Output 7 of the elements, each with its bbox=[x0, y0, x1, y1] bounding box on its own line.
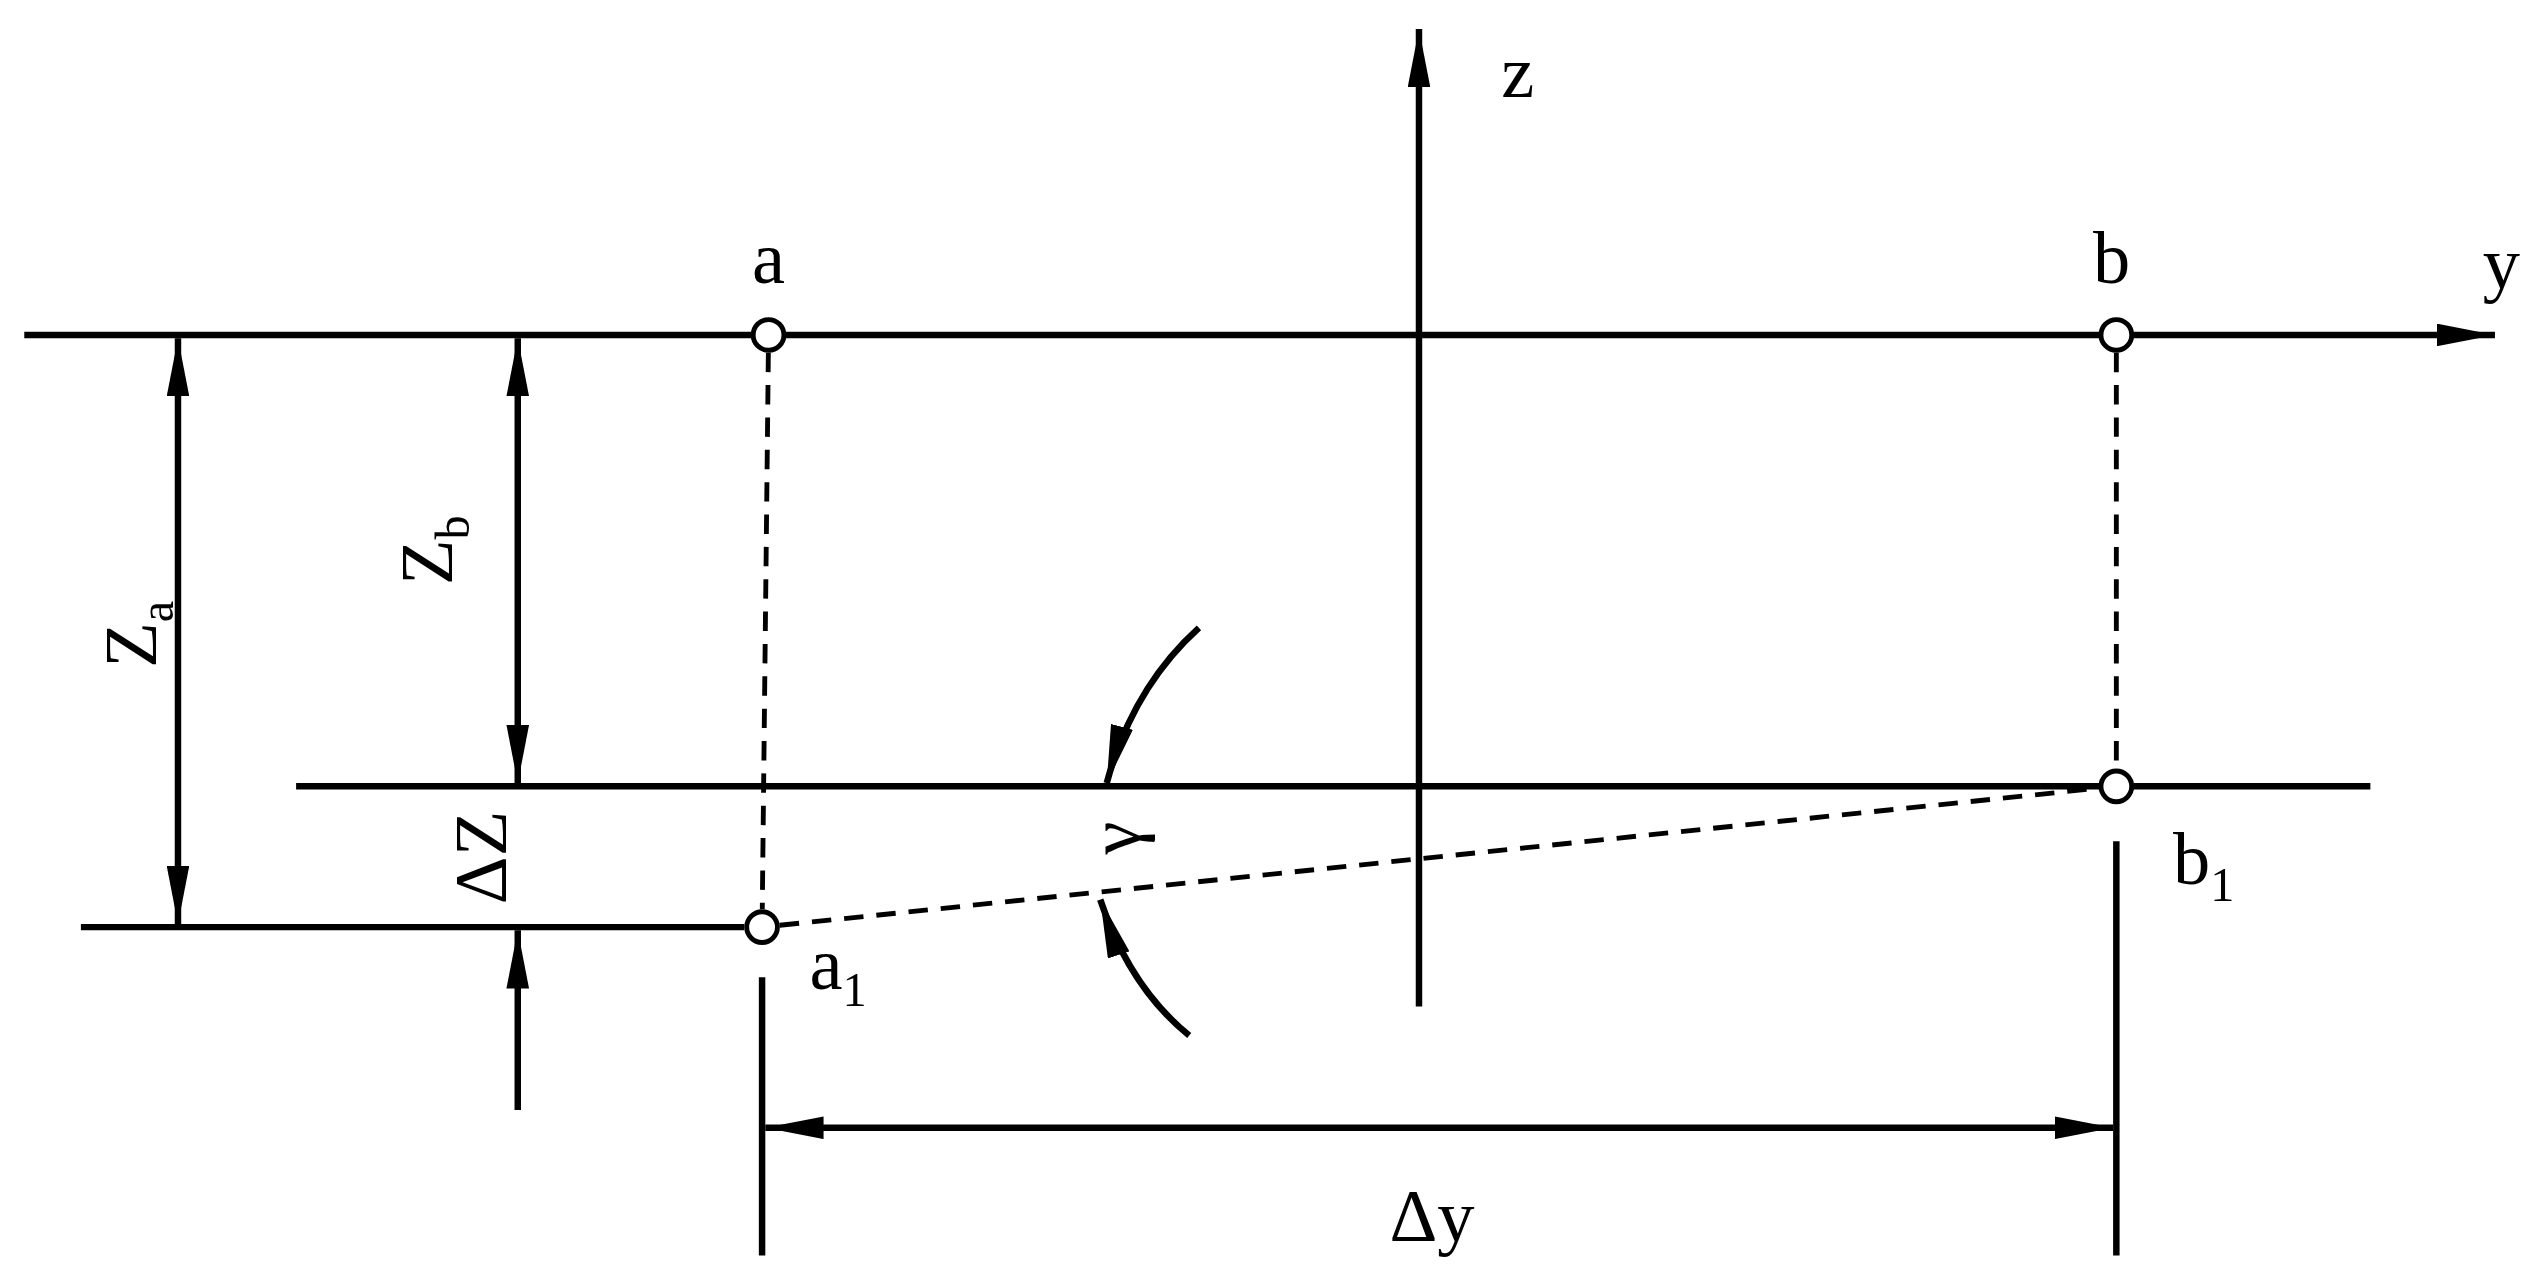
dimension-label: ΔZ bbox=[444, 810, 520, 905]
axis-label: z bbox=[1501, 35, 1535, 110]
point-label: b$_{1}$ bbox=[2173, 822, 2235, 909]
point-label: a bbox=[752, 221, 786, 297]
point-label: a$_{1}$ bbox=[809, 927, 867, 1014]
dashed-line bbox=[759, 352, 771, 910]
point-label: b bbox=[2092, 221, 2131, 297]
